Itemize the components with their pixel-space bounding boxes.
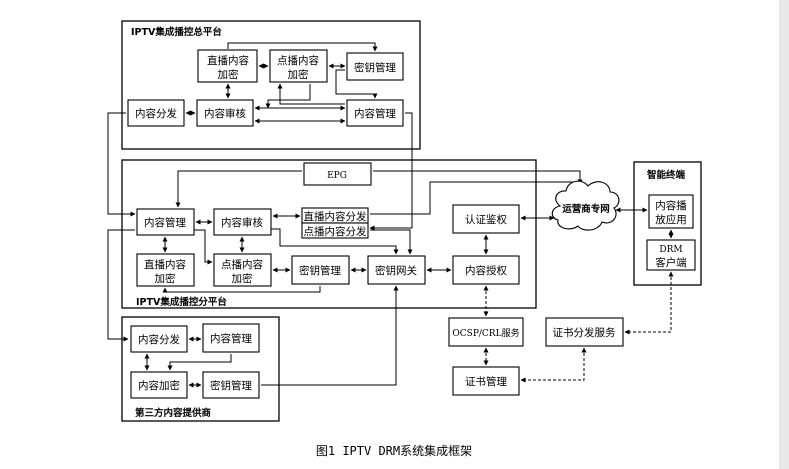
cert-mgmt-label: 证书管理 (465, 375, 507, 388)
provider-distribution-box (130, 325, 188, 353)
third-party-label: 第三方内容提供商 (135, 407, 212, 419)
branch-content-mgmt-box (136, 208, 195, 236)
branch-review-box (213, 208, 272, 236)
branch-live-encrypt-box (136, 253, 195, 287)
top-distribution-label: 内容分发 (135, 107, 177, 120)
cert-dist-label: 证书分发服务 (553, 326, 616, 339)
content-auth-box (452, 255, 520, 285)
cert-dist-box (545, 317, 624, 347)
smart-terminal-label: 智能终端 (647, 169, 686, 181)
player-app-line2: 放应用 (655, 213, 687, 226)
top-content-mgmt-box (346, 99, 404, 127)
branch-vod-dist-label: 点播内容分发 (304, 225, 367, 238)
top-platform-label: IPTV集成播控总平台 (131, 26, 222, 38)
provider-key-mgmt-label: 密钥管理 (210, 379, 252, 392)
provider-key-mgmt-box (202, 371, 260, 399)
branch-live-encrypt-line2: 加密 (155, 272, 176, 285)
edge-left-bus-top (107, 112, 136, 217)
player-app-line1: 内容播 (655, 199, 687, 212)
branch-live-dist-label: 直播内容分发 (304, 210, 367, 223)
edge-provider-key-gateway (261, 285, 399, 386)
branch-key-gateway-label: 密钥网关 (375, 264, 417, 277)
cert-mgmt-box (452, 366, 520, 396)
edge-branch-epg-cloud (373, 170, 583, 185)
edge-provider-mgmt-encrypt (167, 354, 232, 371)
top-live-encrypt-box (197, 49, 258, 83)
top-key-mgmt-label: 密钥管理 (354, 61, 396, 74)
auth-label: 认证鉴权 (465, 213, 507, 226)
drm-client-line2: 客户端 (655, 256, 687, 269)
branch-vod-dist-box (301, 222, 369, 239)
edge-drm-cert-dist (624, 271, 674, 335)
branch-key-gateway-box (367, 255, 426, 285)
ocsp-box (448, 317, 524, 347)
branch-platform-label: IPTV集成播控分平台 (136, 296, 227, 308)
drm-client-box (646, 239, 696, 271)
top-vod-encrypt-line1: 点播内容 (277, 54, 319, 67)
ocsp-label: OCSP/CRL服务 (452, 327, 519, 339)
edge-branch-key-liveenc (162, 286, 321, 293)
provider-content-mgmt-box (202, 323, 260, 353)
third-party-frame (121, 316, 280, 422)
branch-key-mgmt-label: 密钥管理 (299, 264, 341, 277)
content-auth-label: 内容授权 (465, 264, 507, 277)
branch-epg-label: EPG (327, 171, 347, 181)
edge-branch-review-gateway (271, 228, 399, 255)
top-review-label: 内容审核 (204, 107, 246, 120)
figure-caption: 图1 IPTV DRM系统集成框架 (316, 443, 472, 458)
operator-network-label: 运营商专网 (562, 203, 610, 215)
branch-review-label: 内容审核 (221, 216, 263, 229)
branch-live-encrypt-line1: 直播内容 (144, 258, 186, 271)
drm-client-line1: DRM (659, 245, 682, 255)
auth-box (452, 204, 520, 234)
top-platform-frame (121, 20, 421, 150)
top-review-box (196, 99, 254, 127)
operator-network-cloud (551, 180, 620, 231)
edge-top-vod-content (265, 84, 311, 109)
branch-content-mgmt-label: 内容管理 (144, 216, 186, 229)
edge-branch-epg-mgmt (175, 170, 302, 208)
edge-top-key-content (335, 69, 378, 99)
top-vod-encrypt-line2: 加密 (288, 68, 309, 81)
edge-cert-dist-cert-mgmt (520, 347, 587, 383)
edge-top-content-branch-dist (369, 112, 413, 231)
branch-vod-encrypt-box (213, 253, 272, 287)
provider-distribution-label: 内容分发 (138, 333, 180, 346)
provider-encrypt-label: 内容加密 (138, 379, 180, 392)
provider-encrypt-box (130, 371, 188, 399)
top-live-encrypt-line1: 直播内容 (207, 54, 249, 67)
player-app-box (648, 194, 694, 229)
branch-platform-frame (121, 159, 537, 309)
branch-vod-encrypt-line2: 加密 (232, 272, 253, 285)
top-live-encrypt-line2: 加密 (218, 68, 239, 81)
branch-key-mgmt-box (291, 255, 350, 285)
top-distribution-box (127, 99, 185, 127)
provider-content-mgmt-label: 内容管理 (210, 332, 252, 345)
edge-branch-mgmt-vod-encrypt (194, 229, 213, 265)
branch-vod-encrypt-line1: 点播内容 (221, 258, 263, 271)
top-content-mgmt-label: 内容管理 (354, 107, 396, 120)
edge-branch-dist-gateway (370, 229, 413, 255)
edge-left-bus-bottom (107, 229, 135, 342)
top-vod-encrypt-box (269, 49, 328, 83)
edge-top-content-vod (277, 83, 345, 105)
branch-epg-box (303, 162, 372, 186)
page-edge-shading (779, 0, 789, 469)
top-key-mgmt-box (346, 52, 404, 81)
edge-top-live-key-bracket (227, 42, 378, 52)
